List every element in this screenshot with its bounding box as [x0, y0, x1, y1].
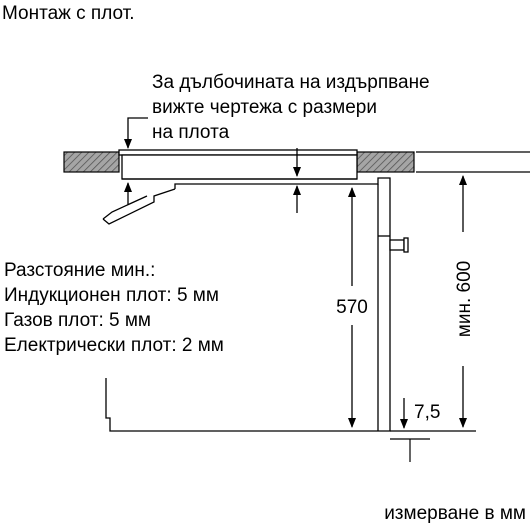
- bottom-reference: [390, 430, 476, 462]
- distance-heading: Разстояние мин.:: [4, 260, 155, 281]
- gap-label: 7,5: [414, 402, 440, 423]
- note-leader: [124, 117, 148, 149]
- distance-induction: Индукционен плот: 5 мм: [4, 285, 219, 306]
- minimum-distance-block: Разстояние мин.: Индукционен плот: 5 мм …: [0, 255, 304, 357]
- gap-arrows: [124, 148, 301, 213]
- distance-electric: Електрически плот: 2 мм: [4, 335, 224, 356]
- distance-gas: Газов плот: 5 мм: [4, 310, 151, 331]
- cabinet-right-lines: [416, 151, 530, 173]
- note-line-2: вижте чертежа с размери: [152, 97, 377, 118]
- dimension-min-600: мин. 600: [454, 175, 475, 428]
- dimension-570: 570: [336, 187, 368, 428]
- countertop-left: [63, 151, 120, 173]
- units-note: измерване в мм: [384, 503, 526, 524]
- pull-out-depth-note: За дълбочината на издърпване вижте черте…: [152, 72, 430, 143]
- dimension-7-5: 7,5: [400, 398, 440, 429]
- oven-rear-duct: [102, 188, 176, 225]
- hob: [118, 149, 358, 180]
- note-line-1: За дълбочината на издърпване: [152, 72, 430, 93]
- diagram-title: Монтаж с плот.: [2, 3, 135, 24]
- countertop-right: [356, 151, 415, 173]
- note-line-3: на плота: [152, 122, 230, 143]
- oven-height-label: 570: [336, 297, 368, 318]
- countertop: [63, 151, 415, 173]
- niche-height-label: мин. 600: [454, 261, 475, 337]
